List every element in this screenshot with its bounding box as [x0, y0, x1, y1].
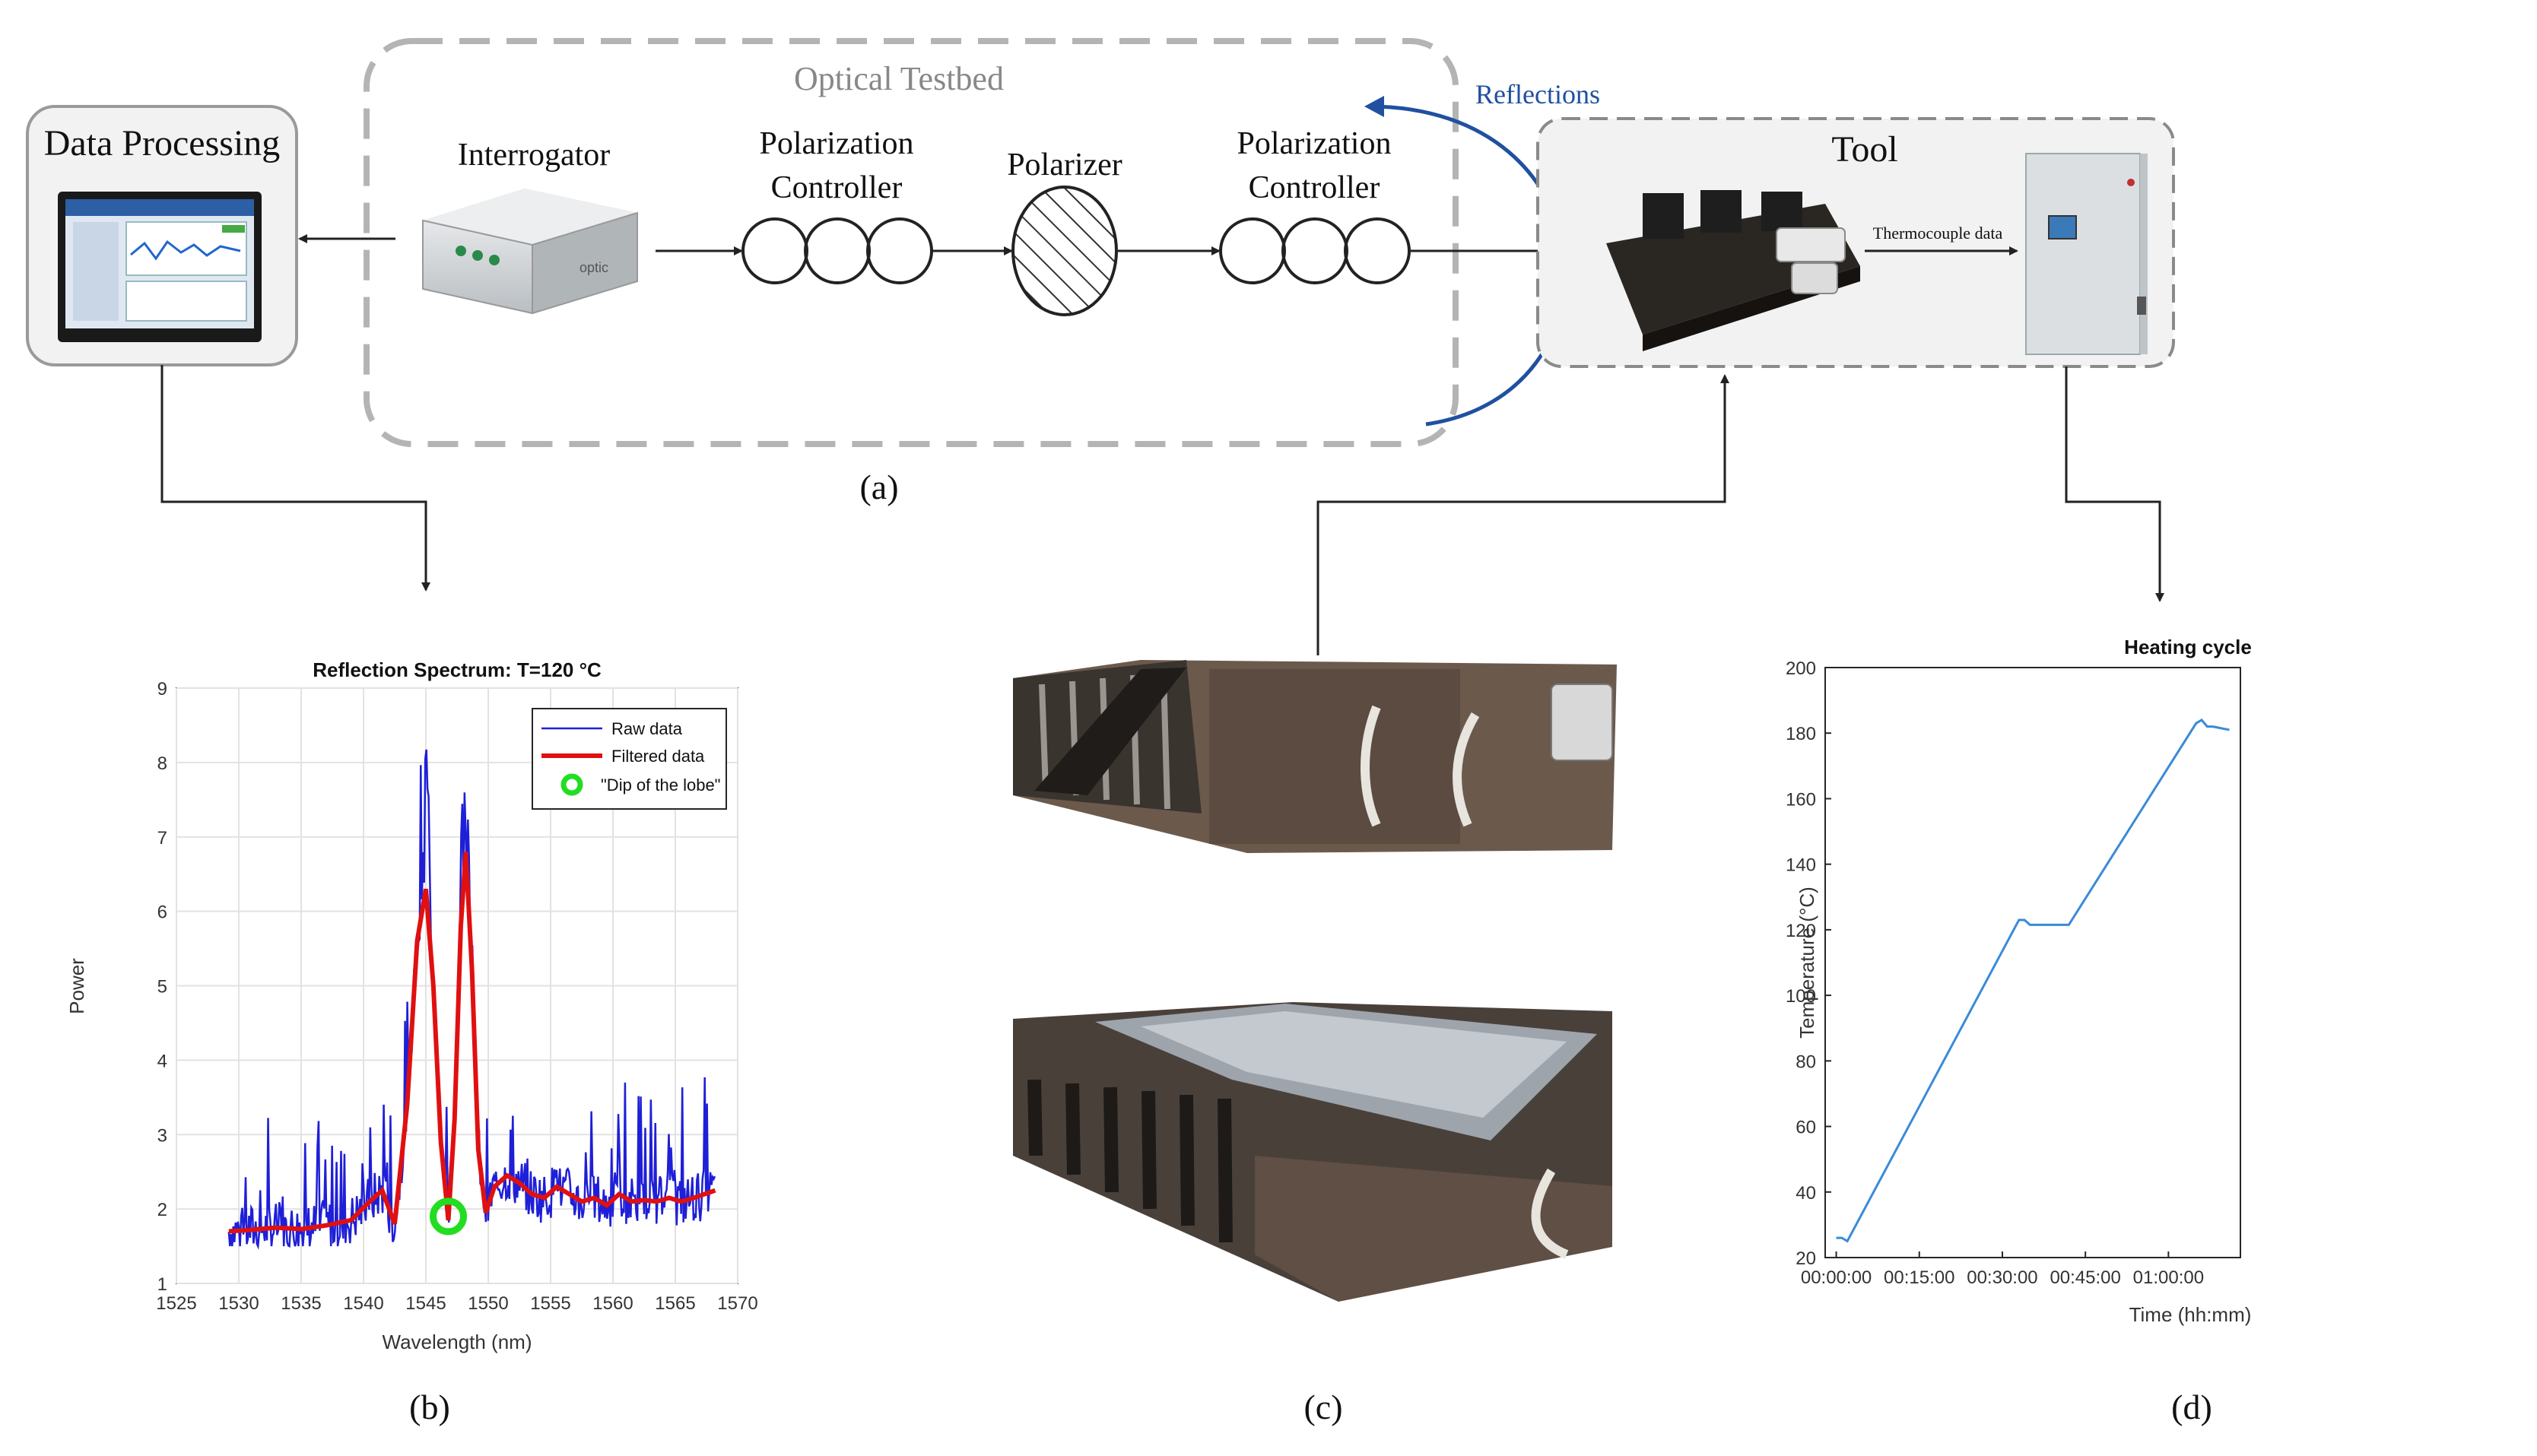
optical-testbed-panel: Optical Testbed Data Processing Interrog… [26, 38, 2175, 506]
chart-b-xtick-label: 1545 [405, 1293, 446, 1314]
chart-b-xtick-label: 1540 [343, 1293, 383, 1314]
tool-photo-top [1013, 660, 1617, 853]
polarization-controller-1-icon [741, 217, 933, 284]
chart-d-xtick-label: 00:00:00 [1801, 1267, 1872, 1288]
dip-of-lobe-marker [430, 1197, 468, 1236]
legend-dip-label: "Dip of the lobe" [601, 776, 721, 795]
pc1-label-line2: Controller [771, 170, 903, 205]
tool-label: Tool [1831, 129, 1897, 170]
chart-d-ytick-label: 20 [1796, 1248, 1816, 1269]
data-processing-box: Data Processing [26, 105, 298, 366]
chart-d-xtick-label: 01:00:00 [2133, 1267, 2204, 1288]
pc2-label-line1: Polarization [1237, 126, 1392, 161]
panel-b-label: (b) [409, 1388, 450, 1426]
polarizer-icon [1011, 186, 1118, 316]
tool-box: Tool Thermocouple data [1536, 117, 2175, 368]
optical-testbed-dashed-box [364, 38, 1459, 447]
temperature-line [1836, 718, 2230, 1243]
polarizer-label: Polarizer [1007, 148, 1122, 182]
chart-b-xtick-label: 1570 [717, 1293, 757, 1314]
chart-d-ytick-label: 160 [1786, 789, 1816, 810]
panel-d-label: (d) [2171, 1388, 2212, 1426]
polarization-controller-2-icon [1219, 217, 1411, 284]
chart-b-ticks: 1525 1530 1535 1540 1545 1550 1555 1560 1565 1570… [156, 679, 757, 1314]
control-cabinet-icon [2025, 153, 2148, 355]
panel-c-label: (c) [1303, 1388, 1342, 1426]
chart-b-ytick-label: 9 [157, 679, 167, 699]
chart-b-xlabel: Wavelength (nm) [383, 1331, 532, 1353]
chart-d-ytick-label: 80 [1796, 1052, 1816, 1072]
chart-b-xtick-label: 1565 [655, 1293, 695, 1314]
device-brand-label: optic [579, 260, 608, 275]
chart-b-legend: Raw data Filtered data "Dip of the lobe" [532, 708, 727, 810]
chart-d-ylabel: Temperature (°C) [1796, 887, 1818, 1039]
tool-photo-bottom [1013, 1002, 1612, 1302]
chart-b-xtick-label: 1525 [156, 1293, 196, 1314]
chart-d-ytick-label: 200 [1786, 658, 1816, 679]
legend-dip-swatch [560, 773, 583, 796]
chart-b-ytick-label: 8 [157, 753, 167, 774]
interrogator-label: Interrogator [458, 138, 611, 173]
chart-d-plot-area [1824, 667, 2241, 1258]
chart-b-xtick-label: 1535 [281, 1293, 321, 1314]
panel-a-label: (a) [859, 468, 898, 506]
chart-b-ytick-label: 2 [157, 1200, 167, 1220]
chart-b-ytick-label: 3 [157, 1125, 167, 1146]
chart-b-xtick-label: 1550 [468, 1293, 508, 1314]
chart-d-ticks: 00:00:00 00:15:00 00:30:00 00:45:00 01:00:00… [1786, 658, 2204, 1288]
chart-b-ytick-label: 1 [157, 1274, 167, 1295]
chart-reflection-spectrum: 1525 1530 1535 1540 1545 1550 1555 1560 1565 1570… [65, 658, 758, 1426]
pc2-label-line2: Controller [1249, 170, 1380, 205]
chart-d-xtick-label: 00:30:00 [1967, 1267, 2037, 1288]
reflections-arrow [1364, 96, 1567, 427]
optical-testbed-title: Optical Testbed [794, 60, 1004, 97]
panel-connectors [160, 365, 2164, 655]
chart-b-ylabel: Power [65, 958, 88, 1014]
legend-filtered-label: Filtered data [611, 747, 705, 766]
pc1-label-line1: Polarization [760, 126, 914, 161]
chart-b-ytick-label: 7 [157, 828, 167, 849]
thermocouple-label: Thermocouple data [1873, 224, 2003, 243]
chart-d-ytick-label: 120 [1786, 921, 1816, 941]
chart-b-xtick-label: 1530 [218, 1293, 259, 1314]
chart-d-xtick-label: 00:45:00 [2050, 1267, 2120, 1288]
chart-d-ytick-label: 100 [1786, 986, 1816, 1007]
chart-d-title: Heating cycle [2124, 636, 2252, 658]
chart-b-xtick-label: 1555 [530, 1293, 570, 1314]
chart-b-ytick-label: 4 [157, 1051, 167, 1071]
tool-photographs: (c) [1013, 660, 1617, 1426]
interrogator-device-icon: optic [422, 189, 638, 315]
chart-d-ytick-label: 140 [1786, 855, 1816, 876]
chart-b-title: Reflection Spectrum: T=120 °C [313, 658, 602, 681]
legend-raw-label: Raw data [611, 719, 683, 738]
filtered-data-line [228, 852, 716, 1234]
chart-b-ytick-label: 5 [157, 977, 167, 998]
tool-mold-icon [1606, 190, 1860, 351]
chart-d-ytick-label: 180 [1786, 724, 1816, 744]
monitor-icon [58, 192, 262, 342]
chart-heating-cycle: 00:00:00 00:15:00 00:30:00 00:45:00 01:00:00… [1786, 636, 2252, 1426]
chart-d-xlabel: Time (hh:mm) [2129, 1303, 2252, 1326]
reflections-label: Reflections [1475, 79, 1600, 109]
chart-d-xtick-label: 00:15:00 [1884, 1267, 1954, 1288]
chart-d-ytick-label: 60 [1796, 1118, 1816, 1138]
data-processing-label: Data Processing [44, 123, 281, 163]
chart-d-ytick-label: 40 [1796, 1183, 1816, 1204]
chart-b-ytick-label: 6 [157, 902, 167, 923]
chart-b-xtick-label: 1560 [592, 1293, 633, 1314]
